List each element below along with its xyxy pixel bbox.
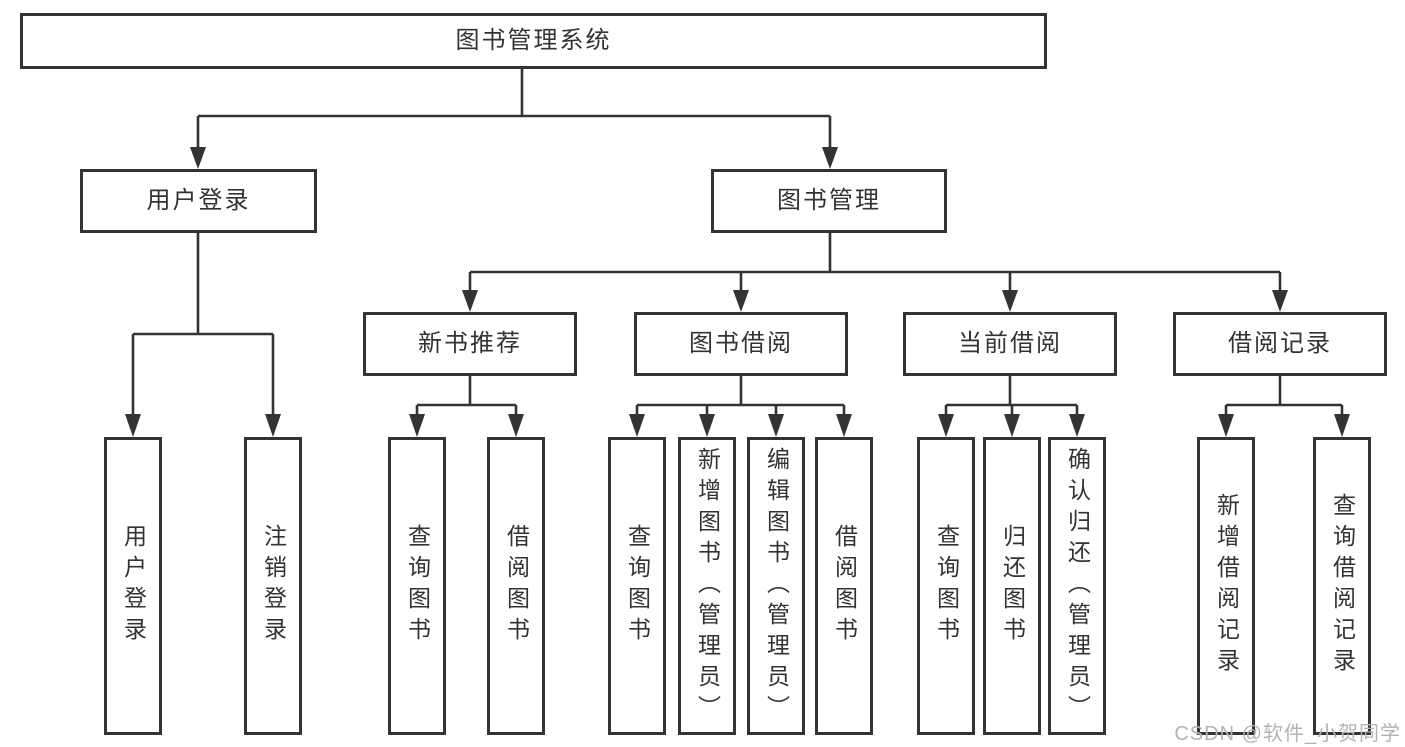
node-leaf-logout: 注销登录 bbox=[244, 437, 302, 735]
arrowhead-down-icon bbox=[1004, 414, 1020, 437]
arrowhead-down-icon bbox=[1272, 290, 1288, 312]
node-label: 查询借阅记录 bbox=[1329, 493, 1356, 679]
node-label: 查询图书 bbox=[933, 524, 960, 648]
arrowhead-down-icon bbox=[1069, 414, 1085, 437]
arrowhead-down-icon bbox=[265, 414, 281, 437]
connector-book-borrow-to-children bbox=[629, 376, 852, 437]
connector-line bbox=[635, 376, 846, 420]
node-label: 当前借阅 bbox=[958, 330, 1062, 357]
node-book-borrow: 图书借阅 bbox=[634, 312, 848, 376]
arrowhead-down-icon bbox=[409, 414, 425, 437]
node-borrow-records: 借阅记录 bbox=[1173, 312, 1387, 376]
node-root-system: 图书管理系统 bbox=[20, 13, 1047, 69]
connector-new-book-to-children bbox=[409, 376, 524, 437]
arrowhead-down-icon bbox=[190, 147, 206, 169]
node-leaf-edit-books-admin: 编辑图书（管理员） bbox=[747, 437, 805, 735]
arrowhead-down-icon bbox=[1002, 290, 1018, 312]
node-leaf-query-borrow-record: 查询借阅记录 bbox=[1313, 437, 1371, 735]
connector-line bbox=[415, 376, 518, 420]
node-label: 新增借阅记录 bbox=[1213, 493, 1240, 679]
connector-line bbox=[944, 376, 1079, 420]
connector-current-borrow-to-children bbox=[938, 376, 1085, 437]
arrowhead-down-icon bbox=[733, 290, 749, 312]
node-label: 查询图书 bbox=[624, 524, 651, 648]
node-leaf-add-borrow-record: 新增借阅记录 bbox=[1197, 437, 1255, 735]
arrowhead-down-icon bbox=[629, 414, 645, 437]
node-leaf-borrow-books-recommend: 借阅图书 bbox=[487, 437, 545, 735]
node-label: 新书推荐 bbox=[418, 330, 522, 357]
watermark: CSDN @软件_小贺同学 bbox=[1174, 723, 1401, 745]
node-new-book-recommend: 新书推荐 bbox=[363, 312, 577, 376]
node-label: 确认归还（管理员） bbox=[1064, 446, 1091, 726]
node-label: 编辑图书（管理员） bbox=[763, 446, 790, 726]
node-label: 图书管理系统 bbox=[455, 27, 612, 54]
node-label: 注销登录 bbox=[260, 524, 287, 648]
node-leaf-confirm-return-admin: 确认归还（管理员） bbox=[1048, 437, 1106, 735]
node-label: 图书借阅 bbox=[689, 330, 793, 357]
connector-line bbox=[468, 233, 1282, 295]
connector-line bbox=[1224, 376, 1344, 420]
node-leaf-query-books-recommend: 查询图书 bbox=[388, 437, 446, 735]
arrowhead-down-icon bbox=[125, 414, 141, 437]
node-book-management: 图书管理 bbox=[711, 169, 947, 233]
arrowhead-down-icon bbox=[508, 414, 524, 437]
arrowhead-down-icon bbox=[1334, 414, 1350, 437]
node-label: 图书管理 bbox=[777, 187, 881, 214]
node-leaf-user-login: 用户登录 bbox=[104, 437, 162, 735]
node-leaf-query-books-borrow: 查询图书 bbox=[608, 437, 666, 735]
connector-line bbox=[196, 68, 832, 152]
arrowhead-down-icon bbox=[836, 414, 852, 437]
node-label: 借阅记录 bbox=[1228, 330, 1332, 357]
node-user-login: 用户登录 bbox=[80, 169, 317, 233]
arrowhead-down-icon bbox=[822, 147, 838, 169]
connector-line bbox=[131, 233, 275, 420]
node-leaf-query-books-current: 查询图书 bbox=[917, 437, 975, 735]
node-leaf-return-books: 归还图书 bbox=[983, 437, 1041, 735]
arrowhead-down-icon bbox=[1218, 414, 1234, 437]
arrowhead-down-icon bbox=[938, 414, 954, 437]
connector-user-login-to-children bbox=[125, 233, 281, 437]
arrowhead-down-icon bbox=[768, 414, 784, 437]
connector-book-management-to-level3 bbox=[462, 233, 1288, 312]
connector-borrow-records-to-children bbox=[1218, 376, 1350, 437]
arrowhead-down-icon bbox=[699, 414, 715, 437]
node-label: 用户登录 bbox=[120, 524, 147, 648]
node-label: 归还图书 bbox=[999, 524, 1026, 648]
node-current-borrow: 当前借阅 bbox=[903, 312, 1117, 376]
node-label: 借阅图书 bbox=[503, 524, 530, 648]
node-label: 用户登录 bbox=[146, 187, 251, 214]
node-label: 查询图书 bbox=[404, 524, 431, 648]
connector-root-to-level2 bbox=[190, 68, 838, 169]
node-leaf-borrow-books: 借阅图书 bbox=[815, 437, 873, 735]
node-label: 借阅图书 bbox=[831, 524, 858, 648]
arrowhead-down-icon bbox=[462, 290, 478, 312]
node-label: 新增图书（管理员） bbox=[694, 446, 721, 726]
node-leaf-add-books-admin: 新增图书（管理员） bbox=[678, 437, 736, 735]
